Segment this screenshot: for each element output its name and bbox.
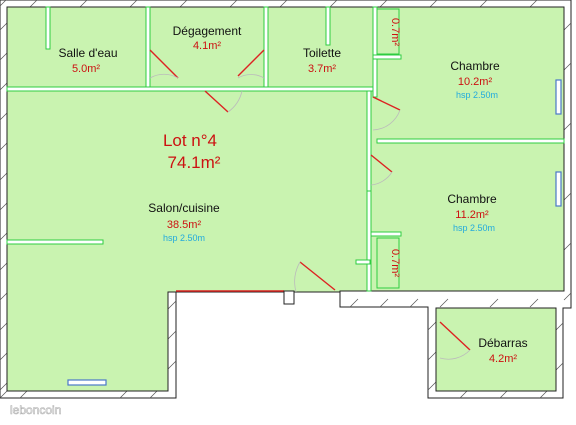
wall-closet-top-right [372, 6, 378, 98]
room-area-salon-cuisine: 38.5m² [167, 219, 202, 231]
watermark: leboncoin [10, 403, 61, 417]
room-area-degagement: 4.1m² [193, 40, 221, 52]
closet-bottom-area: 0.7m² [389, 249, 401, 277]
room-area-toilette: 3.7m² [308, 63, 336, 75]
window-salon [67, 379, 107, 386]
debarras-floor [435, 307, 557, 392]
room-area-salle-d-eau: 5.0m² [72, 63, 100, 75]
closet-top [376, 8, 400, 55]
room-hsp-salon-cuisine: hsp 2.50m [163, 233, 205, 243]
door-debarras [439, 321, 471, 360]
room-area-chambre-2: 11.2m² [455, 209, 489, 221]
room-name-chambre-1: Chambre [450, 59, 500, 73]
wall-salon-right-upper [366, 90, 372, 192]
room-name-salle-d-eau: Salle d'eau [58, 46, 117, 60]
lot-area: 74.1m² [168, 153, 221, 172]
lot-title: Lot n°4 [163, 131, 217, 150]
door-entrance [294, 261, 336, 293]
wall-corridor-left-stub [45, 6, 51, 50]
closet-bottom [376, 237, 400, 289]
doors [149, 49, 471, 360]
room-labels: Lot n°4 74.1m² Salle d'eau 5.0m² Dégagem… [58, 18, 527, 365]
door-degagement-right [237, 49, 265, 79]
window-chambre-1 [555, 79, 562, 115]
wall-closet-top-bottom [372, 54, 402, 60]
room-area-debarras: 4.2m² [489, 353, 517, 365]
wall-salon-bar [6, 239, 104, 245]
wall-salon-right-lower [366, 190, 372, 292]
door-chambre-1 [372, 96, 401, 131]
room-hsp-chambre-1: hsp 2.50m [456, 90, 498, 100]
main-floor [6, 6, 565, 392]
floor-areas [6, 6, 565, 392]
closets [376, 8, 400, 289]
wall-degagement-left [145, 6, 151, 88]
room-name-salon-cuisine: Salon/cuisine [148, 201, 220, 215]
entrance-post [283, 290, 295, 305]
window-chambre-2 [555, 171, 562, 207]
door-chambre-2 [370, 154, 393, 186]
wall-bedroom-divider [376, 138, 565, 144]
partition-walls [6, 6, 565, 292]
room-hsp-chambre-2: hsp 2.50m [453, 223, 495, 233]
wall-closet-bottom-top [370, 231, 402, 237]
room-name-toilette: Toilette [303, 46, 341, 60]
room-area-chambre-1: 10.2m² [458, 76, 493, 88]
room-name-debarras: Débarras [478, 336, 527, 350]
wall-corridor-bottom [6, 86, 374, 92]
room-name-degagement: Dégagement [173, 24, 242, 38]
windows [67, 79, 562, 386]
room-name-chambre-2: Chambre [447, 192, 497, 206]
door-degagement-left [149, 49, 179, 79]
closet-top-area: 0.7m² [389, 18, 401, 46]
door-corridor [204, 90, 243, 113]
wall-toilette-stub [325, 6, 331, 46]
wall-closet-bottom-stub [355, 259, 371, 265]
wall-degagement-right [263, 6, 269, 88]
